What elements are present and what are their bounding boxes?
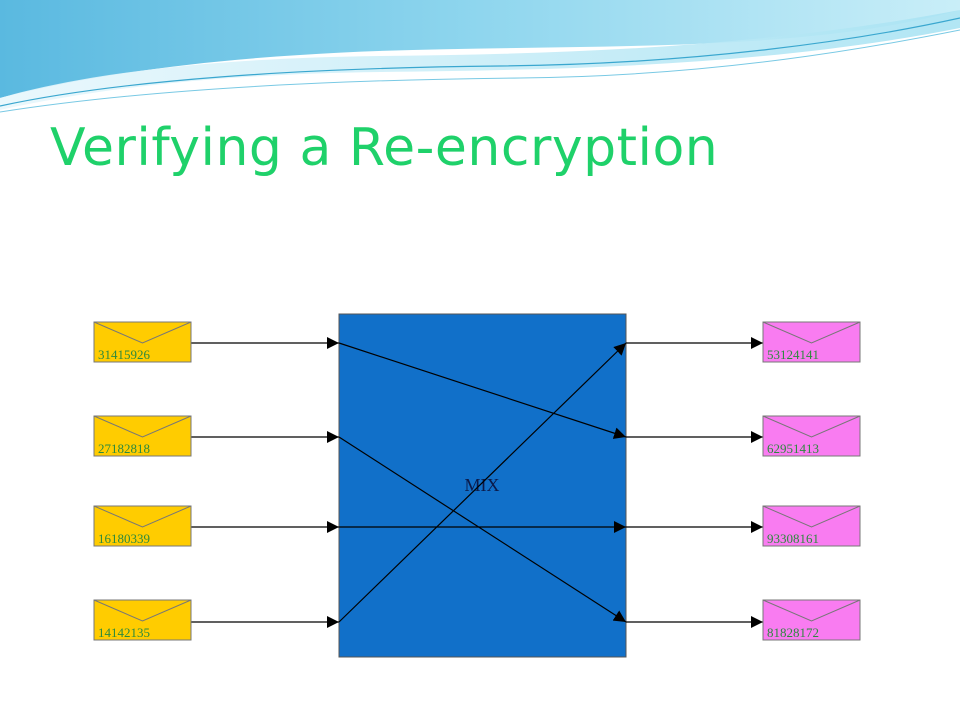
slide-title: Verifying a Re-encryption: [50, 118, 719, 178]
mix-path-2: [338, 436, 627, 623]
header-wave-decoration: [0, 0, 960, 113]
output-envelope-4-label: 81828172: [767, 625, 819, 640]
input-envelope-4-flap: [93, 599, 192, 622]
output-envelope-1-label: 53124141: [767, 347, 819, 362]
input-envelope-2-label: 27182818: [98, 441, 150, 456]
output-envelope-4: 81828172: [762, 599, 861, 641]
envelope-layer: 31415926 27182818 16180339 14142135 53124141…: [93, 321, 861, 641]
output-envelope-2-label: 62951413: [767, 441, 819, 456]
input-envelope-1: 31415926: [93, 321, 192, 363]
mix-path-1: [338, 342, 627, 439]
input-envelope-1-flap: [93, 321, 192, 344]
output-envelope-1: 53124141: [762, 321, 861, 363]
input-envelope-2-flap: [93, 415, 192, 438]
output-envelope-1-flap: [762, 321, 861, 344]
output-envelope-3-label: 93308161: [767, 531, 819, 546]
output-envelope-2: 62951413: [762, 415, 861, 457]
input-envelope-3-flap: [93, 505, 192, 528]
input-envelope-2: 27182818: [93, 415, 192, 457]
mix-path-4: [338, 342, 627, 623]
input-envelope-1-label: 31415926: [98, 347, 151, 362]
input-envelope-3: 16180339: [93, 505, 192, 547]
mix-label: MIX: [465, 475, 500, 495]
input-envelope-3-label: 16180339: [98, 531, 150, 546]
output-envelope-2-flap: [762, 415, 861, 438]
input-envelope-4-label: 14142135: [98, 625, 150, 640]
input-envelope-4: 14142135: [93, 599, 192, 641]
output-envelope-3: 93308161: [762, 505, 861, 547]
output-envelope-4-flap: [762, 599, 861, 622]
output-envelope-3-flap: [762, 505, 861, 528]
arrow-layer: [191, 337, 763, 628]
mix-box: [338, 313, 627, 658]
